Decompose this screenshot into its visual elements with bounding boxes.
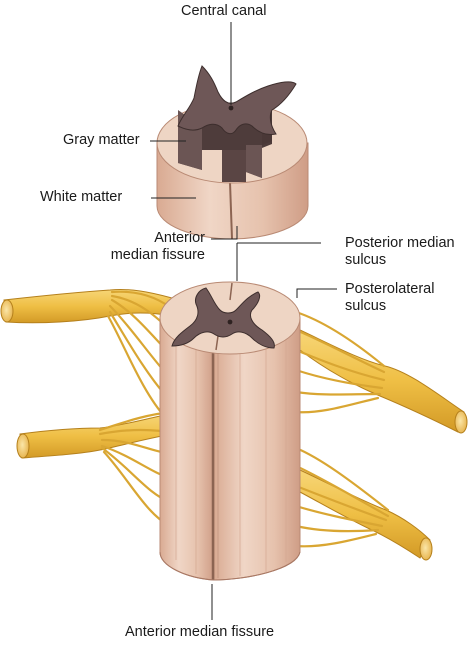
label-posterior-median-sulcus: Posterior median sulcus	[345, 235, 455, 268]
leader-anterior-fissure-top	[211, 226, 238, 240]
label-posterolateral-sulcus: Posterolateral sulcus	[345, 281, 435, 314]
label-gray-matter: Gray matter	[63, 132, 140, 148]
leader-posterior-median-sulcus	[236, 242, 321, 281]
label-central-canal: Central canal	[181, 3, 267, 19]
central-canal-dot	[227, 319, 233, 325]
gray-matter-cross-section	[171, 287, 275, 349]
leader-lines	[150, 22, 337, 620]
leader-posterolateral-sulcus	[296, 288, 337, 298]
gray-matter-3d	[177, 65, 297, 182]
label-anterior-median-fissure-top: Anterior median fissure	[110, 230, 205, 263]
label-white-matter: White matter	[40, 189, 123, 205]
main-cord-segment	[159, 281, 301, 581]
label-anterior-median-fissure-bottom: Anterior median fissure	[125, 624, 275, 640]
spinal-nerves	[0, 289, 468, 561]
small-cord-segment	[156, 65, 309, 240]
